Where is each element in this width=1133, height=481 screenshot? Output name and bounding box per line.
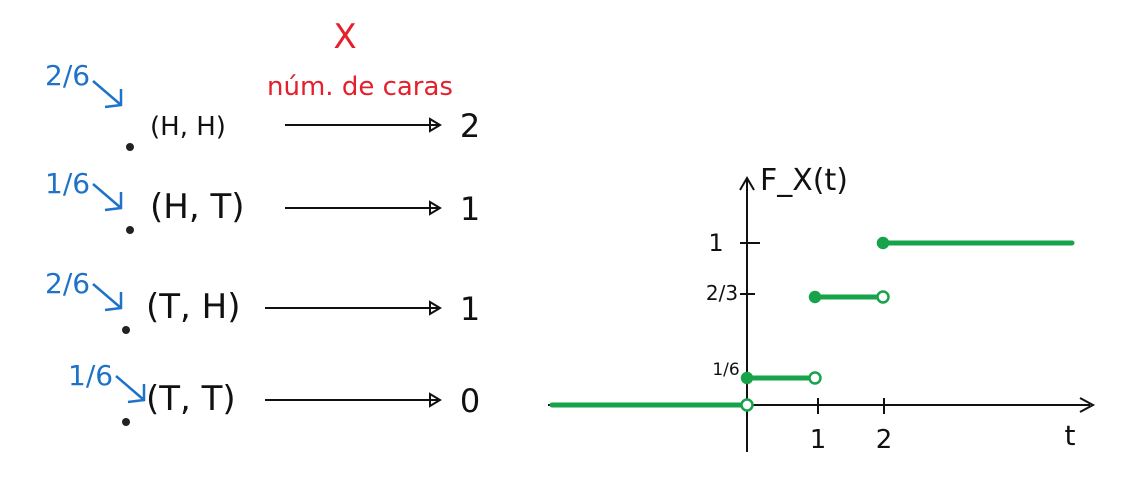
probability-arrow-icon [92,283,122,309]
probability-label: 2/6 [45,59,90,92]
mapping-arrowhead-icon [429,300,442,316]
probability-arrow-icon [92,80,122,106]
y-tick-label-1: 1 [708,229,723,257]
sample-point-dot [122,418,130,426]
outcome-row: 2/6 (T, H) 1 [45,267,480,334]
open-endpoint [740,398,754,412]
probability-label: 1/6 [45,167,90,200]
outcome-label: (H, T) [150,187,244,227]
variable-symbol: X [333,17,356,57]
outcome-label: (T, H) [146,287,240,327]
open-endpoint [808,371,822,385]
closed-endpoint [808,290,822,304]
mapping-arrowhead-icon [429,392,442,408]
outcome-mapping: 2/6 (H, H) 2 1/6 (H, T) 1 2/6 (T, H) 1 1/6 (T, T) 0 [45,59,480,426]
sample-point-dot [126,226,134,234]
y-tick-label-2-3: 2/3 [706,281,738,305]
outcome-label: (T, T) [146,379,236,419]
x-tick-label-1: 1 [810,425,827,455]
probability-arrow-icon [115,375,145,401]
probability-label: 1/6 [68,359,113,392]
value-label: 1 [460,290,480,328]
value-label: 2 [460,107,480,145]
mapping-arrowhead-icon [429,117,442,133]
x-tick-label-2: 2 [876,425,893,455]
variable-description: núm. de caras [267,72,453,102]
sample-point-dot [122,326,130,334]
probability-arrowhead-icon [104,192,123,212]
t-axis-arrow-icon [1079,397,1096,413]
y-axis-label: F_X(t) [760,163,848,198]
outcome-row: 1/6 (T, T) 0 [68,359,480,426]
probability-arrow-icon [92,183,122,209]
closed-endpoint [876,236,890,250]
y-axis-arrow-icon [739,176,755,191]
variable-header: X núm. de caras [267,17,453,102]
outcome-label: (H, H) [150,112,226,142]
value-label: 1 [460,190,480,228]
probability-label: 2/6 [45,267,90,300]
probability-arrowhead-icon [104,89,123,109]
closed-endpoint [740,371,754,385]
y-tick-label-1-6: 1/6 [712,360,739,380]
sample-point-dot [126,143,134,151]
probability-arrowhead-icon [104,292,123,312]
cdf-step-chart: F_X(t) t 1 2 1/6 2/3 1 [548,163,1096,455]
outcome-row: 1/6 (H, T) 1 [45,167,480,234]
probability-arrowhead-icon [127,384,146,404]
value-label: 0 [460,382,480,420]
outcome-row: 2/6 (H, H) 2 [45,59,480,151]
mapping-arrowhead-icon [429,200,442,216]
x-axis-label: t [1065,419,1076,452]
open-endpoint [876,290,890,304]
cdf-steps [549,236,1075,412]
